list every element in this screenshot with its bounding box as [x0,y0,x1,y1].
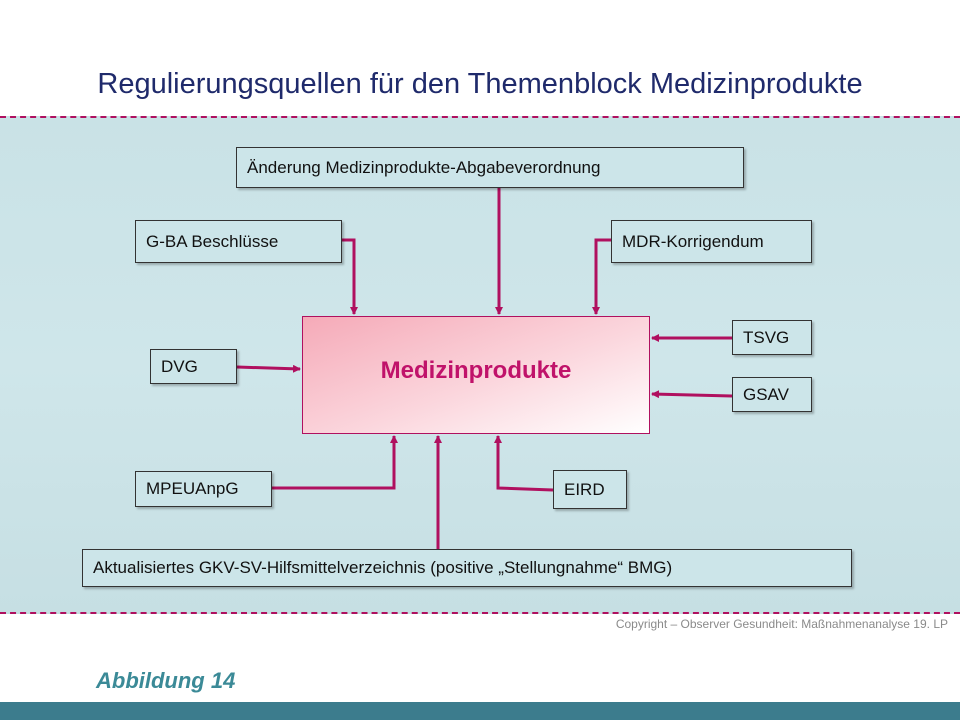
arrow-mdr [592,238,611,315]
arrow-mpeuanpg [272,435,398,490]
bottom-divider [0,612,960,614]
arrow-gsav [651,390,733,399]
top-divider [0,116,960,118]
box-tsvg: TSVG [732,320,812,355]
arrow-eird [494,435,554,492]
box-gsav: GSAV [732,377,812,412]
slide-title: Regulierungsquellen für den Themenblock … [97,68,863,100]
footer-bar [0,702,960,720]
box-mdr: MDR-Korrigendum [611,220,812,263]
box-mpeuanpg: MPEUAnpG [135,471,272,507]
arrow-dvg [236,364,301,373]
box-aenderung: Änderung Medizinprodukte-Abgabeverordnun… [236,147,744,188]
box-gba: G-BA Beschlüsse [135,220,342,263]
arrow-gba [342,238,358,315]
copyright-note: Copyright – Observer Gesundheit: Maßnahm… [615,617,948,631]
figure-label: Abbildung 14 [96,668,236,693]
box-dvg: DVG [150,349,237,384]
center-box-medizinprodukte: Medizinprodukte [302,316,650,434]
box-hilfsmittel: Aktualisiertes GKV-SV-Hilfsmittelverzeic… [82,549,852,587]
box-eird: EIRD [553,470,627,509]
